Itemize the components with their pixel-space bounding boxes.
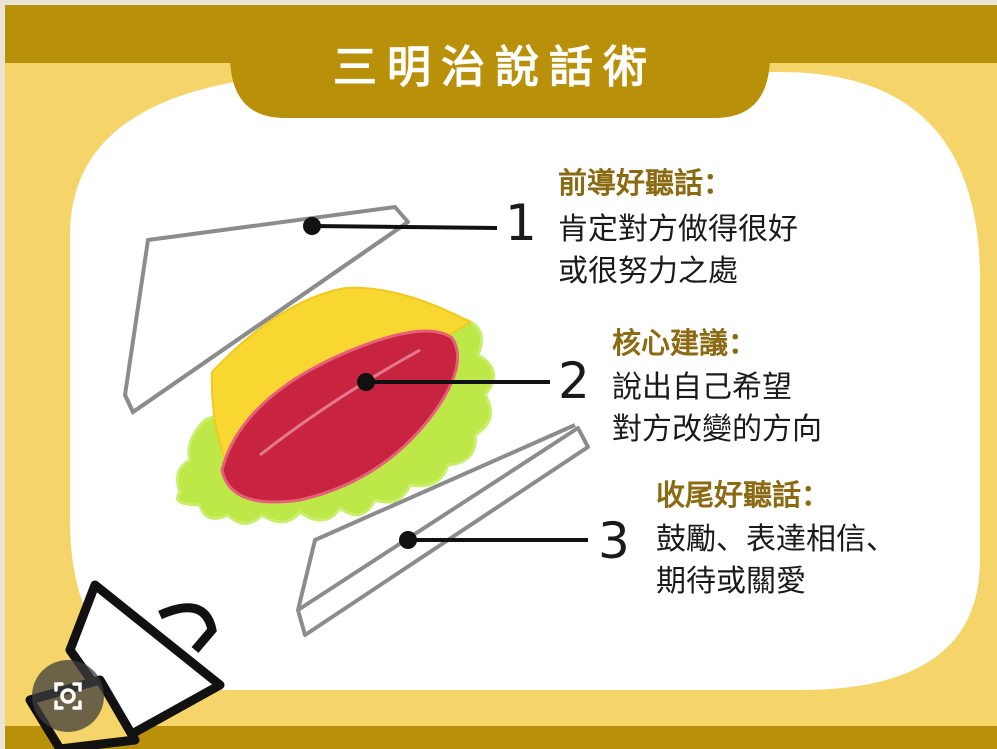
step-2-line-2: 對方改變的方向	[612, 412, 822, 447]
ham-slice	[220, 329, 460, 504]
step-3-line-1: 鼓勵、表達相信、	[656, 522, 896, 557]
lens-search-button[interactable]	[32, 660, 104, 732]
page-title: 三明治說話術	[333, 42, 657, 93]
bottom-bread	[296, 423, 590, 637]
title-banner	[230, 55, 770, 118]
top-band	[5, 5, 997, 63]
step-3-line-2: 期待或關愛	[656, 564, 806, 599]
step-3-number: 3	[598, 512, 630, 570]
step-2-heading: 核心建議：	[612, 326, 758, 360]
step-1-line-1: 肯定對方做得很好	[558, 212, 798, 247]
step-2-line-1: 說出自己希望	[612, 370, 792, 405]
connector-3-dot	[399, 531, 417, 549]
lens-search-icon	[54, 682, 82, 710]
step-1-line-2: 或很努力之處	[558, 254, 738, 289]
step-2-number: 2	[558, 352, 590, 410]
connector-2-dot	[357, 373, 375, 391]
step-3-heading: 收尾好聽話：	[656, 478, 831, 512]
step-1-heading: 前導好聽話：	[558, 166, 733, 200]
step-1-number: 1	[505, 194, 537, 252]
connector-1	[311, 224, 498, 230]
top-bread-crust	[123, 220, 410, 415]
ham-detail	[259, 348, 421, 457]
bottom-band	[5, 726, 997, 749]
connector-1-dot	[303, 217, 321, 235]
